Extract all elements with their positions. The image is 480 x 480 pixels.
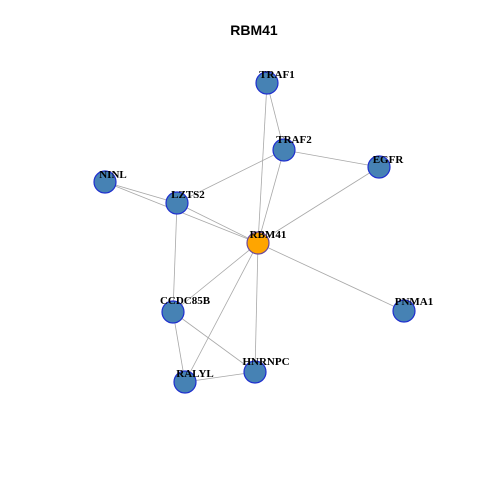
node-ninl[interactable] [93, 170, 117, 194]
node-label-ninl: NINL [99, 169, 127, 181]
edge-egfr-rbm41 [257, 166, 380, 244]
edge-rbm41-hnrnpc [254, 242, 259, 373]
node-label-rbm41: RBM41 [250, 229, 287, 241]
edge-traf2-lzts2 [176, 149, 285, 204]
node-traf2[interactable] [272, 138, 296, 162]
edge-rbm41-ccdc85b [172, 242, 259, 313]
edge-lzts2-rbm41 [176, 202, 259, 244]
node-label-egfr: EGFR [373, 154, 405, 166]
diagram-title: RBM41 [230, 22, 278, 38]
edge-traf2-egfr [283, 149, 380, 168]
node-label-pnma1: PNMA1 [395, 296, 434, 308]
edge-ccdc85b-hnrnpc [172, 311, 256, 373]
nodes-layer [93, 71, 416, 394]
node-pnma1[interactable] [392, 299, 416, 323]
node-hnrnpc[interactable] [243, 360, 267, 384]
edges-layer [104, 82, 405, 383]
node-label-traf2: TRAF2 [276, 134, 312, 146]
node-egfr[interactable] [367, 155, 391, 179]
node-ccdc85b[interactable] [161, 300, 185, 324]
edge-ninl-lzts2 [104, 181, 178, 204]
edge-ralyl-hnrnpc [184, 371, 256, 383]
edge-traf2-rbm41 [257, 149, 285, 244]
node-label-ralyl: RALYL [176, 368, 214, 380]
node-label-lzts2: LZTS2 [171, 189, 205, 201]
node-traf1[interactable] [255, 71, 279, 95]
node-ralyl[interactable] [173, 370, 197, 394]
edge-rbm41-pnma1 [257, 242, 405, 312]
edge-ccdc85b-ralyl [172, 311, 186, 383]
node-rbm41[interactable] [246, 231, 270, 255]
node-label-traf1: TRAF1 [259, 69, 294, 81]
edge-lzts2-ccdc85b [172, 202, 178, 313]
edge-rbm41-ralyl [184, 242, 259, 383]
node-label-ccdc85b: CCDC85B [160, 295, 211, 307]
node-lzts2[interactable] [165, 191, 189, 215]
edge-traf1-rbm41 [257, 82, 268, 244]
node-label-hnrnpc: HNRNPC [242, 356, 289, 368]
